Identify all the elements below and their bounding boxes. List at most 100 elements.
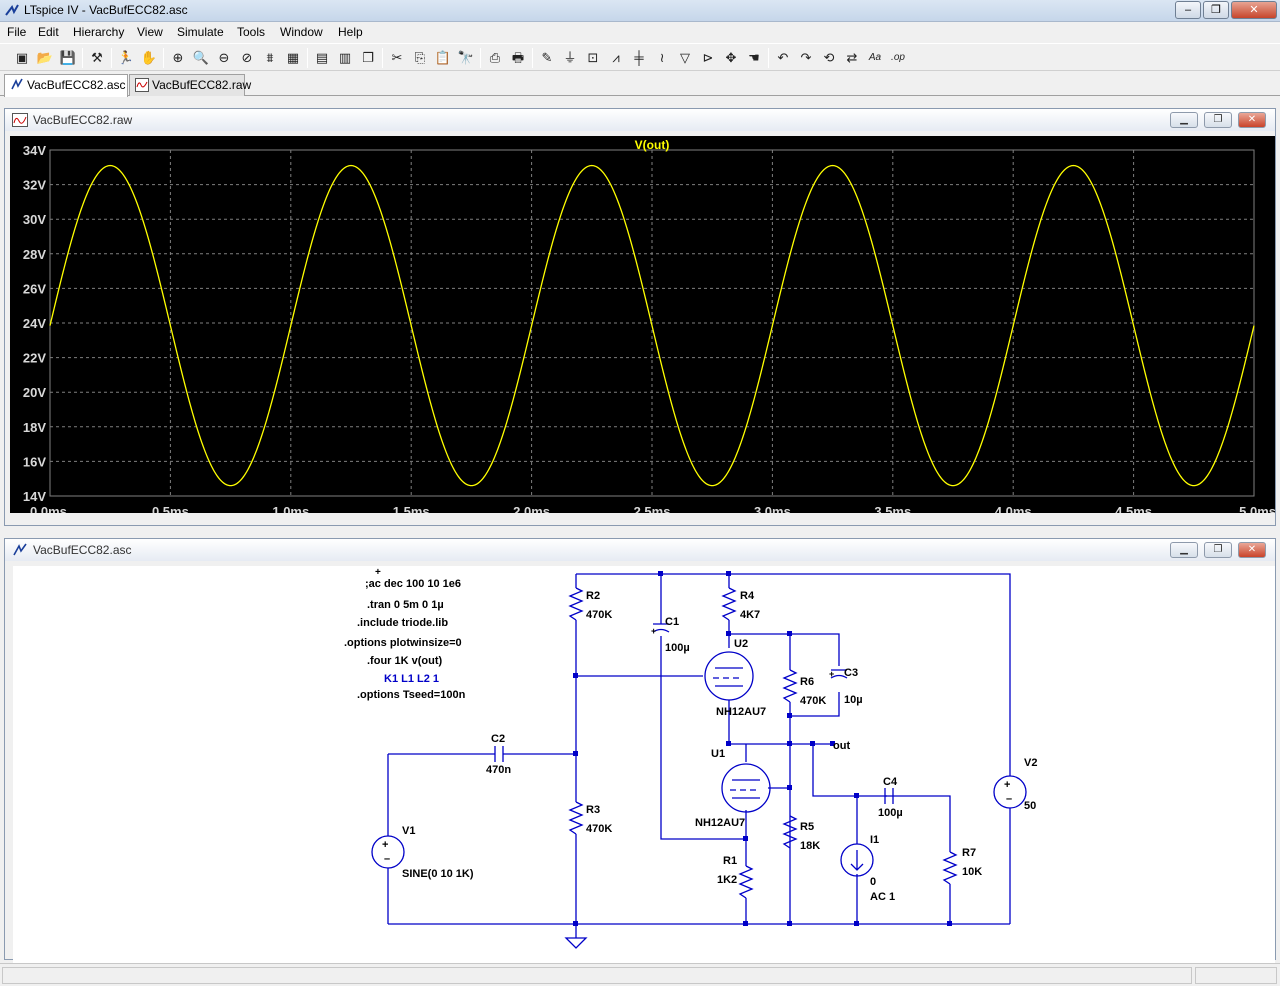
undo-icon[interactable]: ↶ <box>777 50 789 65</box>
x-tick-label: 2.5ms <box>634 504 671 513</box>
resistor-icon[interactable]: ⩘ <box>612 50 620 65</box>
ground-icon[interactable]: ⏚ <box>563 50 577 65</box>
rotate-icon[interactable]: ⟲ <box>823 50 835 65</box>
y-tick-label: 20V <box>23 385 46 400</box>
zoom-area-icon[interactable]: 🔍 <box>192 50 210 65</box>
vout-trace[interactable] <box>49 164 1255 487</box>
waveform-restore-button[interactable]: ❐ <box>1204 112 1232 128</box>
c3-value: 10µ <box>844 694 863 706</box>
zoom-out-icon[interactable]: ⊖ <box>218 50 230 65</box>
r4-value: 4K7 <box>740 609 760 621</box>
copy-icon[interactable]: ⎘ <box>414 50 426 65</box>
r6-name: R6 <box>800 676 814 688</box>
u1-name: U1 <box>711 748 725 760</box>
close-button[interactable]: ✕ <box>1231 1 1277 19</box>
label-net-icon[interactable]: ⊡ <box>587 50 599 65</box>
r6-value: 470K <box>800 695 826 707</box>
redo-icon[interactable]: ↷ <box>800 50 812 65</box>
c1-polarity-sign: + <box>651 626 656 636</box>
tile-vertical-icon[interactable]: ▥ <box>338 50 352 65</box>
menu-hierarchy[interactable]: Hierarchy <box>73 25 125 39</box>
inductor-icon[interactable]: ≀ <box>659 50 665 65</box>
schematic-restore-button[interactable]: ❐ <box>1204 542 1232 558</box>
zoom-cancel-icon[interactable]: ⊘ <box>241 50 253 65</box>
text-icon[interactable]: Aa <box>868 52 882 63</box>
grid-icon[interactable]: ▦ <box>286 50 300 65</box>
directive-tran[interactable]: .tran 0 5m 0 1µ <box>367 599 444 611</box>
waveform-close-button[interactable]: ✕ <box>1238 112 1266 128</box>
tile-horizontal-icon[interactable]: ▤ <box>315 50 329 65</box>
directive-four[interactable]: .four 1K v(out) <box>367 655 442 667</box>
autorange-icon[interactable]: ⩩ <box>266 50 274 65</box>
toolbar-separator <box>307 48 308 68</box>
zoom-in-icon[interactable]: ⊕ <box>172 50 184 65</box>
directive-options-tseed[interactable]: .options Tseed=100n <box>357 689 466 701</box>
cascade-icon[interactable]: ❐ <box>362 50 374 65</box>
directive-ac[interactable]: ;ac dec 100 10 1e6 <box>365 578 461 590</box>
menu-bar: File Edit Hierarchy View Simulate Tools … <box>0 22 1280 42</box>
pan-icon[interactable]: ✋ <box>140 50 158 65</box>
tab-waveform[interactable]: VacBufECC82.raw <box>129 74 251 96</box>
menu-simulate[interactable]: Simulate <box>177 25 224 39</box>
menu-edit[interactable]: Edit <box>38 25 59 39</box>
hammer-icon[interactable]: ⚒ <box>91 50 103 65</box>
window-title: LTspice IV - VacBufECC82.asc <box>24 3 188 17</box>
x-tick-label: 4.0ms <box>995 504 1032 513</box>
diode-icon[interactable]: ▽ <box>680 50 690 65</box>
r3-value: 470K <box>586 823 612 835</box>
waveform-icon <box>135 78 149 92</box>
toolbar-separator <box>768 48 769 68</box>
schematic-icon <box>13 543 27 556</box>
schematic-canvas[interactable]: + + – + – + + ;ac dec 100 10 1e6 .tran 0… <box>13 566 1275 966</box>
component-icon[interactable]: ⊳ <box>702 50 714 65</box>
y-tick-label: 34V <box>23 143 46 158</box>
trace-title[interactable]: V(out) <box>635 138 670 152</box>
capacitor-icon[interactable]: ╪ <box>634 50 644 65</box>
menu-tools[interactable]: Tools <box>237 25 266 39</box>
u2-name: U2 <box>734 638 748 650</box>
save-icon[interactable]: 💾 <box>59 50 77 65</box>
move-icon[interactable]: ✥ <box>725 50 737 65</box>
paste-icon[interactable]: 📋 <box>434 50 452 65</box>
run-icon[interactable]: 🏃 <box>117 50 135 65</box>
y-tick-label: 16V <box>23 454 46 469</box>
circuit-diagram[interactable]: + + – + – + + ;ac dec 100 10 1e6 .tran 0… <box>13 566 1275 966</box>
open-icon[interactable]: 📂 <box>36 50 54 65</box>
print-setup-icon[interactable]: ⎙ <box>489 50 501 65</box>
restore-button[interactable]: ❐ <box>1203 1 1229 19</box>
r4-name: R4 <box>740 590 755 602</box>
menu-help[interactable]: Help <box>338 25 363 39</box>
print-icon[interactable]: 🖶 <box>511 50 525 65</box>
r5-name: R5 <box>800 821 814 833</box>
drag-icon[interactable]: ☚ <box>748 50 760 65</box>
directive-coupling[interactable]: K1 L1 L2 1 <box>384 673 439 685</box>
status-message-pane <box>2 967 1192 984</box>
title-bar: LTspice IV - VacBufECC82.asc – ❐ ✕ <box>0 0 1280 22</box>
menu-view[interactable]: View <box>137 25 163 39</box>
menu-file[interactable]: File <box>7 25 27 39</box>
menu-window[interactable]: Window <box>280 25 323 39</box>
y-tick-label: 14V <box>23 489 46 504</box>
v2-name: V2 <box>1024 757 1037 769</box>
y-tick-label: 32V <box>23 178 46 193</box>
find-icon[interactable]: 🔭 <box>457 50 475 65</box>
draw-wire-icon[interactable]: ✎ <box>541 50 553 65</box>
schematic-close-button[interactable]: ✕ <box>1238 542 1266 558</box>
directive-options-plotwinsize[interactable]: .options plotwinsize=0 <box>344 637 462 649</box>
schematic-window: VacBufECC82.asc ▁ ❐ ✕ <box>4 538 1276 966</box>
waveform-minimize-button[interactable]: ▁ <box>1170 112 1198 128</box>
cut-icon[interactable]: ✂ <box>391 50 403 65</box>
tab-schematic[interactable]: VacBufECC82.asc <box>4 74 128 97</box>
minimize-button[interactable]: – <box>1175 1 1201 19</box>
directive-include[interactable]: .include triode.lib <box>357 617 448 629</box>
waveform-window-header: VacBufECC82.raw ▁ ❐ ✕ <box>5 109 1275 131</box>
new-schematic-icon[interactable]: ▣ <box>15 50 29 65</box>
net-label-out[interactable]: out <box>833 740 850 752</box>
ltspice-app-icon <box>5 4 19 16</box>
mirror-icon[interactable]: ⇄ <box>846 50 858 65</box>
i1-ac-value: AC 1 <box>870 891 895 903</box>
schematic-minimize-button[interactable]: ▁ <box>1170 542 1198 558</box>
spice-directive-icon[interactable]: .op <box>891 52 905 63</box>
